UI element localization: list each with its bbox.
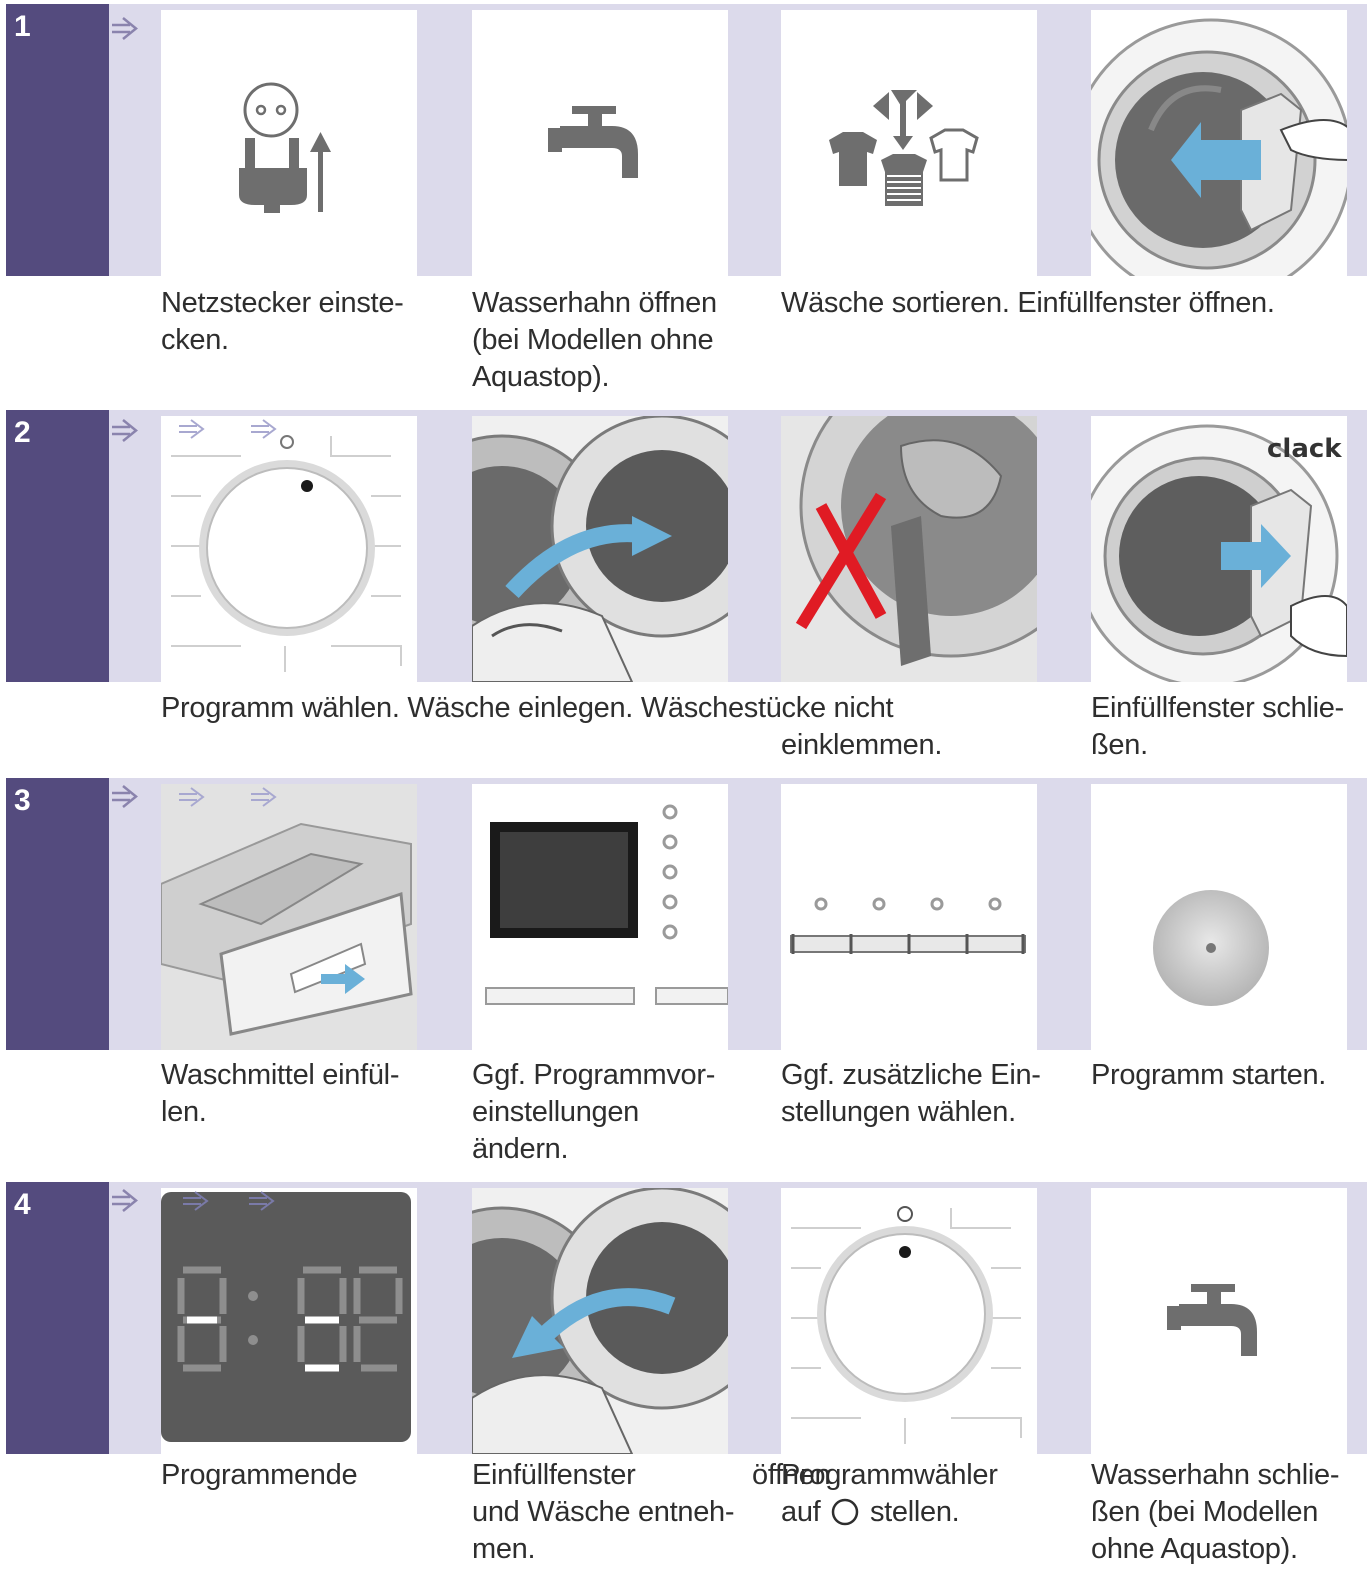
- load-laundry-panel: [472, 416, 728, 682]
- dial-off-panel: [781, 1188, 1037, 1454]
- arrow-right-icon: [108, 780, 142, 814]
- end-display-illustration: [161, 1191, 411, 1442]
- detergent-drawer-illustration: [161, 784, 417, 1050]
- open-door-panel: [1091, 10, 1347, 276]
- close-door-panel: clack: [1091, 416, 1347, 682]
- display-panel: [472, 784, 728, 1050]
- washer-door-open-illustration: [1091, 18, 1347, 276]
- step-4-band: 4: [6, 1182, 1367, 1454]
- close-tap-panel: [1091, 1188, 1347, 1454]
- step-4-number-block: 4: [6, 1182, 109, 1454]
- water-tap-panel: [472, 10, 728, 276]
- dial-off-illustration: [791, 1206, 1022, 1444]
- caption-3-4: Programm starten.: [1091, 1059, 1327, 1091]
- step-1-number: 1: [14, 10, 31, 43]
- control-display-illustration: [485, 804, 728, 1005]
- start-button-panel: [1091, 784, 1347, 1050]
- step-2-number-block: 2: [6, 410, 109, 682]
- washer-door-close-illustration: [1091, 424, 1347, 682]
- trapped-laundry-illustration: [781, 416, 1037, 682]
- program-dial-panel: [161, 416, 417, 682]
- start-button-illustration: [1153, 890, 1269, 1006]
- caption-2-1: Programm wählen. Wäsche einlegen. Wäsche…: [161, 692, 894, 724]
- step-2-band: 2: [6, 410, 1367, 682]
- sort-laundry-panel: [781, 10, 1037, 276]
- caption-1-1: Netzstecker einste-cken.: [161, 287, 404, 356]
- step-3-number: 3: [14, 784, 31, 817]
- load-laundry-illustration: [472, 416, 728, 682]
- detergent-drawer-panel: [161, 784, 417, 1050]
- arrow-right-icon: [108, 1184, 142, 1218]
- arrow-right-icon: [108, 414, 142, 448]
- caption-4-1: Programmende: [161, 1459, 358, 1491]
- step-2-number: 2: [14, 416, 31, 449]
- caption-4-3: Programmwähler auf stellen.: [781, 1459, 998, 1528]
- program-dial-illustration: [171, 419, 402, 672]
- unload-laundry-panel: [472, 1188, 728, 1454]
- off-position-circle-icon: [831, 1498, 859, 1526]
- step-1-band: 1: [6, 4, 1367, 276]
- caption-4-2b: öffnen: [752, 1459, 831, 1491]
- program-end-panel: [161, 1188, 417, 1454]
- step-3-band: 3: [6, 778, 1367, 1050]
- unload-laundry-illustration: [472, 1188, 728, 1454]
- arrow-right-icon: [108, 12, 142, 46]
- plug-panel: [161, 10, 417, 276]
- caption-3-1: Waschmittel einfül-len.: [161, 1059, 400, 1128]
- extra-settings-panel: [781, 784, 1037, 1050]
- caption-3-3: Ggf. zusätzliche Ein-stellungen wählen.: [781, 1059, 1041, 1128]
- option-buttons-illustration: [790, 897, 1026, 954]
- power-plug-icon: [239, 82, 331, 213]
- caption-2-3: Einfüllfenster schlie-ßen.: [1091, 692, 1344, 761]
- laundry-sort-icon: [829, 90, 979, 206]
- step-1-number-block: 1: [6, 4, 109, 276]
- step-3-number-block: 3: [6, 778, 109, 1050]
- caption-1-3: Wäsche sortieren. Einfüllfenster öffnen.: [781, 287, 1275, 319]
- do-not-trap-panel: [781, 416, 1037, 682]
- water-tap-icon: [1167, 1284, 1257, 1356]
- clack-label: clack: [1267, 434, 1342, 464]
- step-4-number: 4: [14, 1188, 31, 1221]
- water-tap-icon: [548, 106, 638, 178]
- caption-2-2: einklemmen.: [781, 729, 943, 761]
